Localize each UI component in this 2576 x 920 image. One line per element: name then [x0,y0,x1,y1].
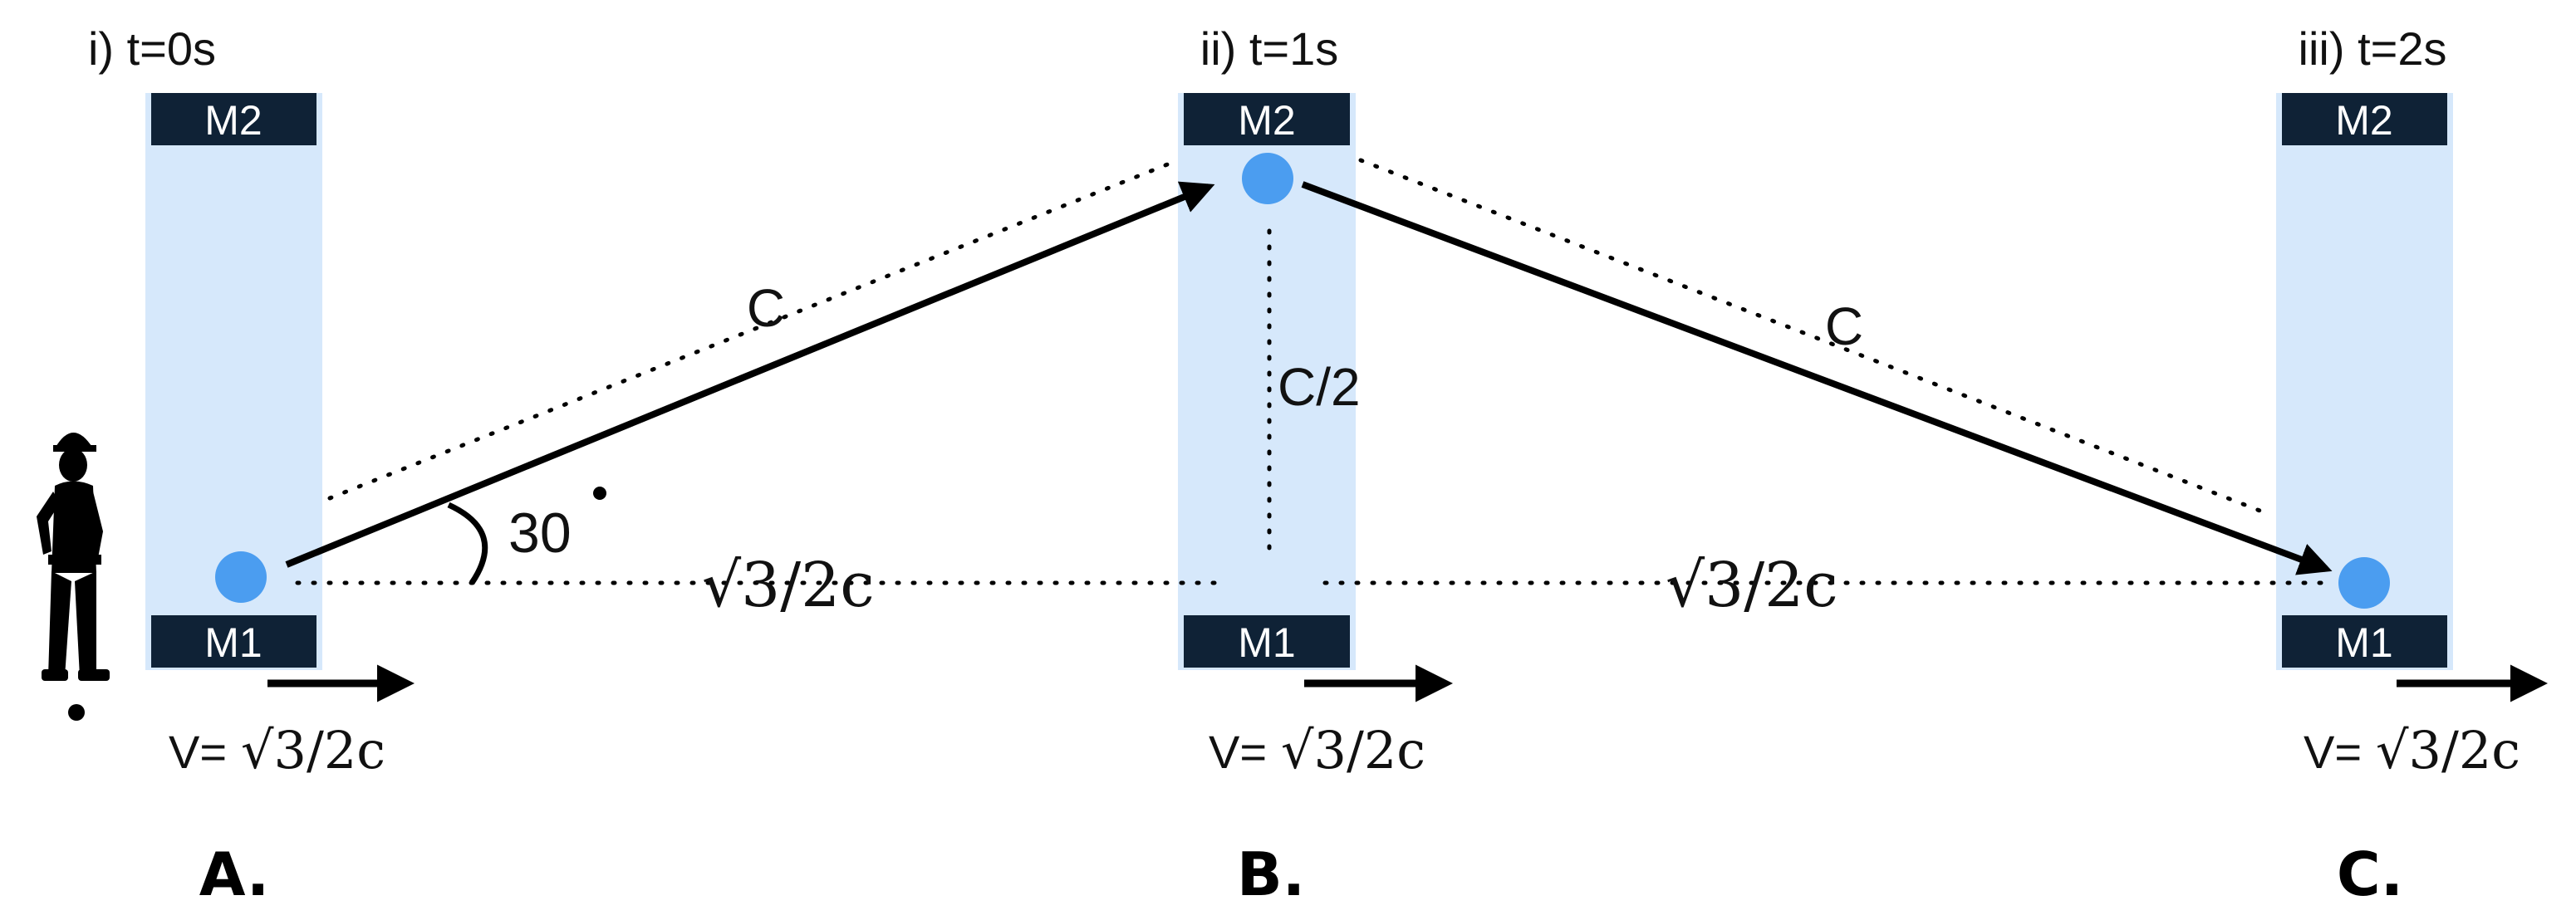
mirror-label: M1 [204,619,262,666]
frame-title: iii) t=2s [2299,22,2447,75]
mirror-m1: M1 [151,615,316,668]
observer-dot [68,704,85,721]
photon-path-down [1301,181,2333,575]
panel-letter: A. [199,839,269,909]
mirror-label: M2 [204,97,262,144]
svg-text:√3/2c: √3/2c [241,720,385,781]
mirror-m2: M2 [2282,93,2447,145]
mirror-label: M1 [1238,619,1295,666]
person-silhouette-icon [37,433,110,721]
dotted-hypotenuse-right [1358,158,2269,516]
mirror-m1: M1 [2282,615,2447,668]
svg-text:V=: V= [1209,726,1267,778]
frame-t1: ii) t=1s M2 M1 V= √3/2c B. [1178,22,1453,909]
svg-text:30: 30 [508,502,572,565]
frame-title: ii) t=1s [1200,22,1339,75]
mirror-label: M1 [2335,619,2392,666]
svg-text:√3/2c: √3/2c [1281,720,1425,781]
frame-t2: iii) t=2s M2 M1 V= √3/2c C. [2276,22,2548,909]
degree-dot [593,487,606,500]
velocity-label: V= √3/2c [169,720,385,781]
frame-title: i) t=0s [88,22,216,75]
angle-label: 30 [508,487,606,565]
mirror-label: M2 [1238,97,1295,144]
photon-dot-icon [2338,557,2390,609]
svg-text:V=: V= [169,726,227,778]
velocity-label: V= √3/2c [2304,720,2520,781]
photon-dot-icon [215,551,267,603]
photon-dot-icon [1242,153,1293,204]
base-label-right: √3/2c [1666,550,1838,621]
mirror-m1: M1 [1184,615,1350,668]
svg-text:√3/2c: √3/2c [2376,720,2520,781]
angle-arc [447,502,488,585]
dotted-guides [295,158,2324,585]
mirror-m2: M2 [1184,93,1350,145]
panel-letter: B. [1237,839,1305,909]
svg-text:V=: V= [2304,726,2362,778]
mirror-m2: M2 [151,93,316,145]
hypotenuse-label-left: C [747,278,785,338]
panel-letter: C. [2337,839,2403,909]
frame-t0: i) t=0s M2 M1 V= √3/2c A. [88,22,415,909]
base-label-left: √3/2c [702,550,875,621]
mirror-label: M2 [2335,97,2392,144]
velocity-label: V= √3/2c [1209,720,1425,781]
vertical-height-label: C/2 [1278,357,1361,417]
photon-path-up [285,181,1215,568]
hypotenuse-label-right: C [1825,296,1863,356]
dotted-hypotenuse-left [327,158,1180,501]
